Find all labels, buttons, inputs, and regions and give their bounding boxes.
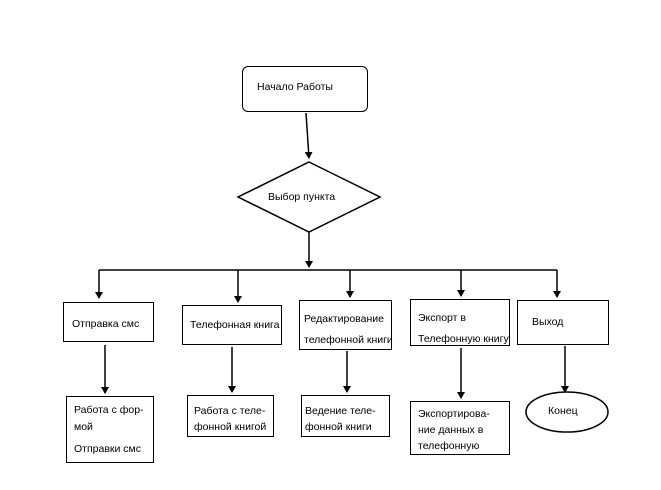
- result-sms-form-line2: мой: [74, 421, 93, 433]
- result-box-phonebook-maintain: [301, 395, 390, 437]
- end-ellipse: [525, 391, 609, 433]
- option-box-export: [410, 299, 510, 346]
- option-phonebook-label: Телефонная книга: [190, 319, 280, 331]
- option-box-phonebook: [182, 305, 282, 345]
- option-box-exit: [517, 300, 609, 345]
- option-edit-phonebook-label-line1: Редактирование: [304, 313, 384, 325]
- result-phonebook-maintain-line1: Ведение теле-: [305, 405, 376, 417]
- option-exit-label: Выход: [532, 316, 564, 328]
- arrow-start-to-decision: [304, 112, 313, 159]
- result-phonebook-maintain-line2: фонной книги: [305, 421, 372, 433]
- result-export-data-line2: ние данных в: [418, 424, 484, 436]
- option-send-sms-label: Отправка смс: [72, 318, 140, 330]
- option-box-edit-phonebook: [299, 300, 392, 350]
- result-sms-form-line3: Отправки смс: [74, 443, 142, 455]
- option-box-send-sms: [63, 302, 154, 342]
- option-export-label-line2: Телефонную книгу: [418, 333, 509, 345]
- result-sms-form-line1: Работа с фор-: [74, 404, 144, 416]
- result-phonebook-work-line1: Работа с теле-: [194, 405, 266, 417]
- decision-label: Выбор пункта: [268, 191, 336, 203]
- end-label: Конец: [548, 405, 578, 417]
- start-label: Начало Работы: [257, 81, 333, 93]
- result-box-sms-form: [66, 396, 154, 463]
- start-box: [242, 66, 368, 112]
- result-box-phonebook-work: [187, 395, 274, 437]
- option-export-label-line1: Экспорт в: [418, 312, 466, 324]
- result-phonebook-work-line2: фонной книгой: [194, 421, 267, 433]
- option-edit-phonebook-label-line2: телефонной книги: [304, 334, 393, 346]
- result-export-data-line1: Экспортирова-: [418, 408, 490, 420]
- result-export-data-line3: телефонную: [418, 440, 480, 452]
- result-box-export-data: [410, 401, 510, 455]
